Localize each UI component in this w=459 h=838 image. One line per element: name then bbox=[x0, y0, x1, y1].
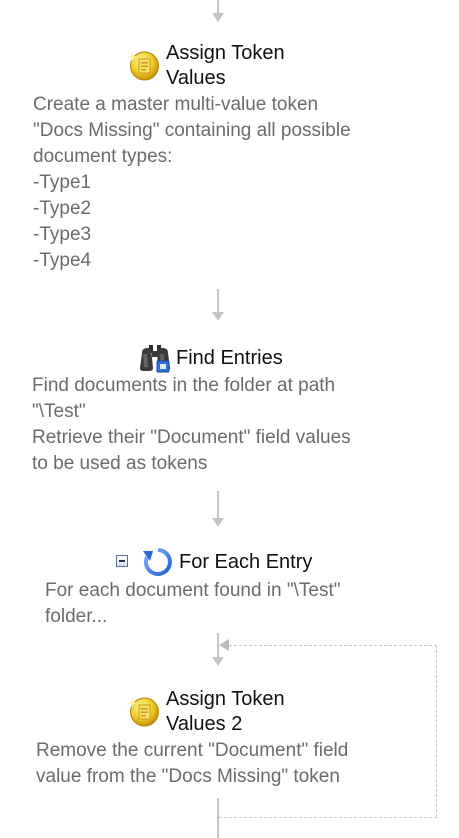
node-title-line2: Values 2 bbox=[166, 713, 243, 735]
connector-1-2-arrow bbox=[212, 312, 224, 321]
binoculars-icon bbox=[140, 345, 170, 373]
loop-back-line-top bbox=[229, 645, 437, 646]
connector-top-arrow bbox=[212, 13, 224, 22]
node-title-line1: Assign Token bbox=[166, 42, 285, 64]
assign-token-icon bbox=[128, 697, 159, 727]
connector-3-4-arrow bbox=[212, 657, 224, 666]
loop-back-line-right bbox=[436, 645, 437, 817]
node-title: Assign Token Values 2 bbox=[166, 687, 285, 737]
connector-2-3 bbox=[217, 491, 219, 518]
loop-icon bbox=[143, 548, 172, 576]
node-title: For Each Entry bbox=[179, 551, 313, 573]
connector-3-4 bbox=[217, 633, 219, 657]
node-title: Find Entries bbox=[176, 347, 283, 369]
loop-back-line-bottom bbox=[219, 817, 437, 818]
assign-token-icon bbox=[128, 51, 159, 81]
node-description: Find documents in the folder at path "\T… bbox=[32, 375, 351, 474]
connector-bottom bbox=[217, 798, 219, 838]
node-description: For each document found in "\Test" folde… bbox=[45, 580, 341, 627]
node-description: Remove the current "Document" field valu… bbox=[36, 740, 349, 787]
connector-top bbox=[217, 0, 219, 13]
collapse-icon[interactable] bbox=[116, 555, 128, 567]
loop-back-arrow bbox=[219, 639, 229, 651]
node-title: Assign Token Values bbox=[166, 41, 285, 91]
connector-1-2 bbox=[217, 289, 219, 312]
node-description: Create a master multi-value token "Docs … bbox=[33, 94, 351, 271]
connector-2-3-arrow bbox=[212, 518, 224, 527]
node-title-line1: Assign Token bbox=[166, 688, 285, 710]
node-title-line2: Values bbox=[166, 67, 226, 89]
